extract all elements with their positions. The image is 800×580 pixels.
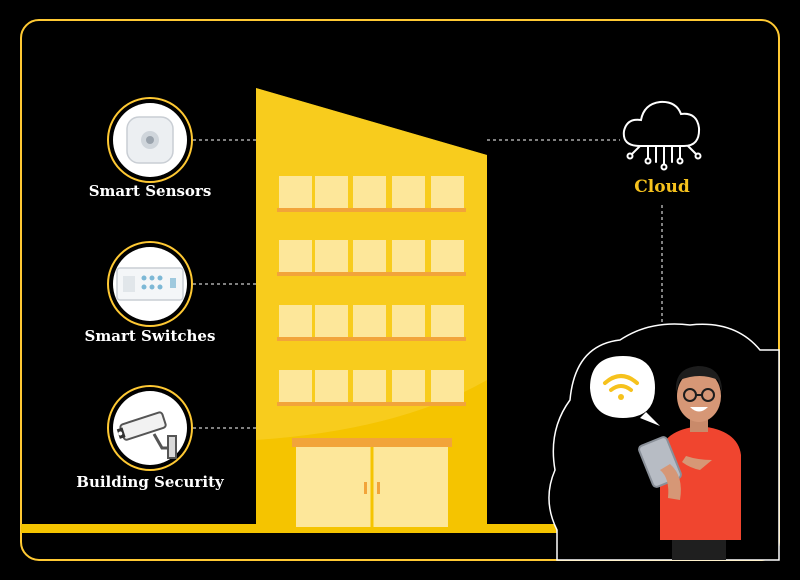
building-window (315, 176, 348, 208)
window-sill (277, 402, 466, 406)
window-sill (277, 337, 466, 341)
building-window (279, 240, 312, 272)
building-window (431, 240, 464, 272)
device-label-smart-switches: Smart Switches (84, 327, 216, 345)
cloud-network-icon (622, 100, 702, 171)
wifi-icon (590, 356, 660, 426)
window-sill (277, 272, 466, 276)
building-window (392, 176, 425, 208)
building-window (353, 370, 386, 402)
cloud-label: Cloud (634, 177, 690, 197)
building-window (315, 305, 348, 337)
security-camera-icon (107, 385, 193, 471)
building-window (392, 305, 425, 337)
smart-sensor-icon (107, 97, 193, 183)
building-window (431, 370, 464, 402)
building-window (353, 240, 386, 272)
building-window (431, 305, 464, 337)
building (256, 88, 487, 527)
window-sill (277, 208, 466, 212)
ground-line (21, 524, 561, 533)
device-label-building-security: Building Security (76, 473, 224, 491)
building-window (315, 240, 348, 272)
building-window (353, 176, 386, 208)
building-window (431, 176, 464, 208)
building-window (392, 370, 425, 402)
building-window (279, 305, 312, 337)
building-window (392, 240, 425, 272)
building-window (315, 370, 348, 402)
building-window (279, 176, 312, 208)
smart-switch-icon (107, 241, 193, 327)
outer-frame (20, 19, 780, 561)
connectors (193, 139, 663, 429)
building-window (279, 370, 312, 402)
person-with-tablet (638, 366, 741, 560)
device-label-smart-sensors: Smart Sensors (88, 182, 212, 200)
building-window (353, 305, 386, 337)
